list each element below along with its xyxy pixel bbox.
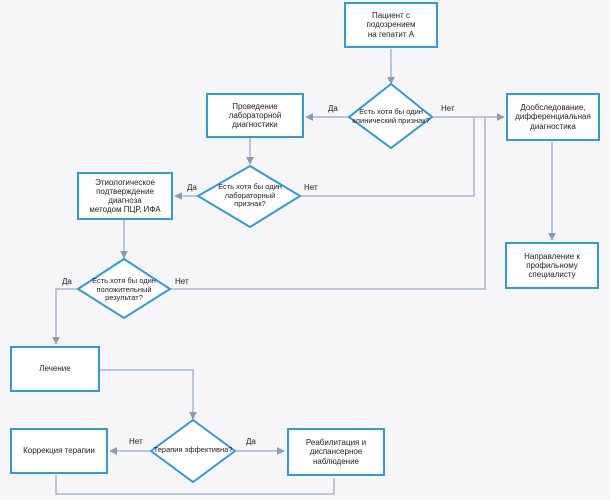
edge-treatment-to-therapy <box>100 369 197 420</box>
decision-lab-shape <box>196 164 302 229</box>
label-clinical-yes: Да <box>328 104 338 113</box>
decision-clinical-shape <box>347 82 434 150</box>
edge-lab-no <box>300 117 475 197</box>
label-clinical-no: Нет <box>441 104 455 113</box>
label-lab-no: Нет <box>304 183 318 192</box>
label-positive-no: Нет <box>175 277 189 286</box>
edge-positive-yes <box>52 288 78 345</box>
edge-correction-loop <box>55 475 335 495</box>
decision-positive-shape <box>76 257 172 320</box>
node-treatment: Лечение <box>10 346 100 392</box>
decision-therapy-shape <box>149 418 237 484</box>
decision-therapy-text: Терапия эффективна? <box>153 445 233 454</box>
label-therapy-yes: Да <box>246 437 256 446</box>
label-therapy-no: Нет <box>129 437 143 446</box>
node-correction: Коррекция терапии <box>10 428 108 474</box>
label-lab-yes: Да <box>187 183 197 192</box>
label-positive-yes: Да <box>62 277 72 286</box>
edge-positive-no <box>170 117 486 290</box>
